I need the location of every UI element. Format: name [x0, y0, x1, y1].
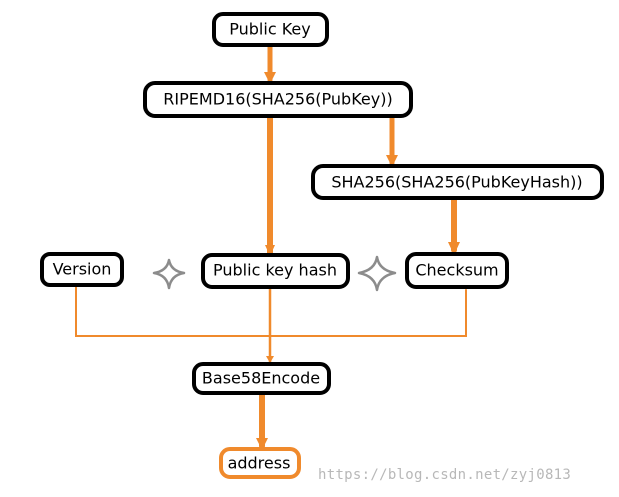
arrowhead [265, 245, 275, 256]
node-public-key: Public Key [212, 12, 329, 47]
plus-symbol-icon [357, 255, 397, 292]
arrowhead [256, 438, 268, 450]
plus-symbol-icon [152, 258, 186, 290]
node-label: Public key hash [213, 261, 337, 280]
arrowhead [266, 356, 274, 363]
node-base58: Base58Encode [192, 362, 331, 395]
node-label: SHA256(SHA256(PubKeyHash)) [331, 173, 582, 192]
node-label: address [228, 454, 291, 473]
node-pubkey-hash: Public key hash [201, 253, 350, 289]
arrowhead [448, 242, 460, 255]
node-version: Version [40, 252, 124, 287]
node-label: Public Key [229, 20, 310, 39]
arrowhead [386, 155, 398, 167]
watermark: https://blog.csdn.net/zyj0813 [318, 467, 572, 483]
node-sha-double: SHA256(SHA256(PubKeyHash)) [311, 164, 604, 200]
arrowhead [264, 72, 276, 84]
node-label: RIPEMD16(SHA256(PubKey)) [163, 90, 392, 109]
node-ripemd: RIPEMD16(SHA256(PubKey)) [143, 81, 413, 118]
node-label: Checksum [415, 261, 498, 280]
node-address: address [219, 447, 301, 479]
node-label: Version [53, 260, 112, 279]
connectors [75, 41, 467, 450]
node-checksum: Checksum [405, 252, 509, 289]
node-label: Base58Encode [202, 369, 320, 388]
